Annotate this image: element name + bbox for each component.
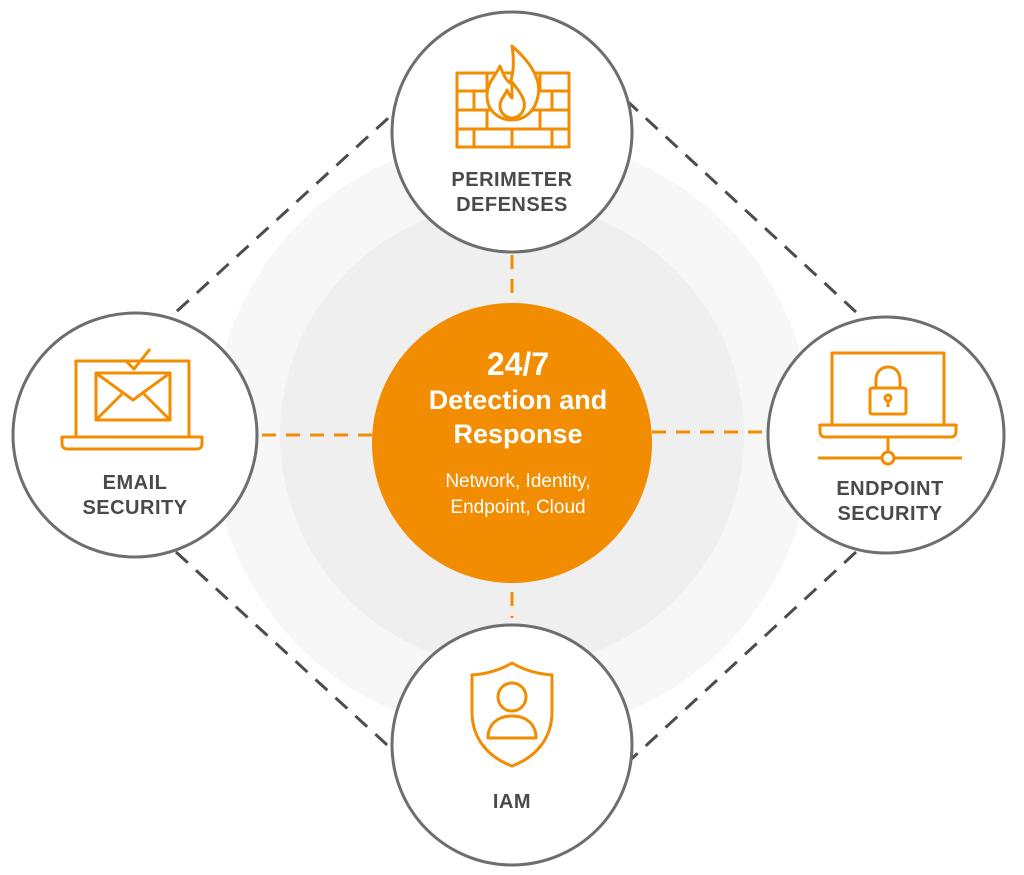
- endpoint-label-line1: ENDPOINT: [836, 478, 944, 500]
- firewall-icon: [455, 44, 571, 149]
- perimeter-label-line1: PERIMETER: [451, 169, 573, 191]
- center-subtitle-line2: Endpoint, Cloud: [450, 497, 586, 518]
- node-label-endpoint-security: ENDPOINT SECURITY: [790, 477, 990, 527]
- node-label-perimeter-defenses: PERIMETER DEFENSES: [412, 168, 612, 218]
- node-label-email-security: EMAIL SECURITY: [35, 471, 235, 521]
- email-label-line1: EMAIL: [102, 472, 168, 494]
- email-label-line2: SECURITY: [82, 497, 188, 519]
- center-title-line1: 24/7: [486, 346, 550, 382]
- center-title-line3: Response: [453, 419, 583, 449]
- center-subtitle-line1: Network, Identity,: [445, 471, 591, 492]
- center-subtitle: Network, Identity, Endpoint, Cloud: [382, 469, 654, 521]
- node-label-iam: IAM: [412, 790, 612, 815]
- email-laptop-icon: [60, 348, 204, 451]
- node-left-circle: [11, 311, 259, 559]
- center-title: 24/7 Detection and Response: [382, 345, 654, 451]
- center-circle: [372, 303, 652, 583]
- user-shield-icon: [470, 661, 554, 768]
- center-title-line2: Detection and: [428, 385, 608, 415]
- locked-laptop-icon: [818, 351, 962, 466]
- endpoint-label-line2: SECURITY: [837, 503, 943, 525]
- iam-label: IAM: [492, 791, 532, 813]
- node-bottom-circle: [390, 623, 634, 867]
- perimeter-label-line2: DEFENSES: [456, 194, 568, 216]
